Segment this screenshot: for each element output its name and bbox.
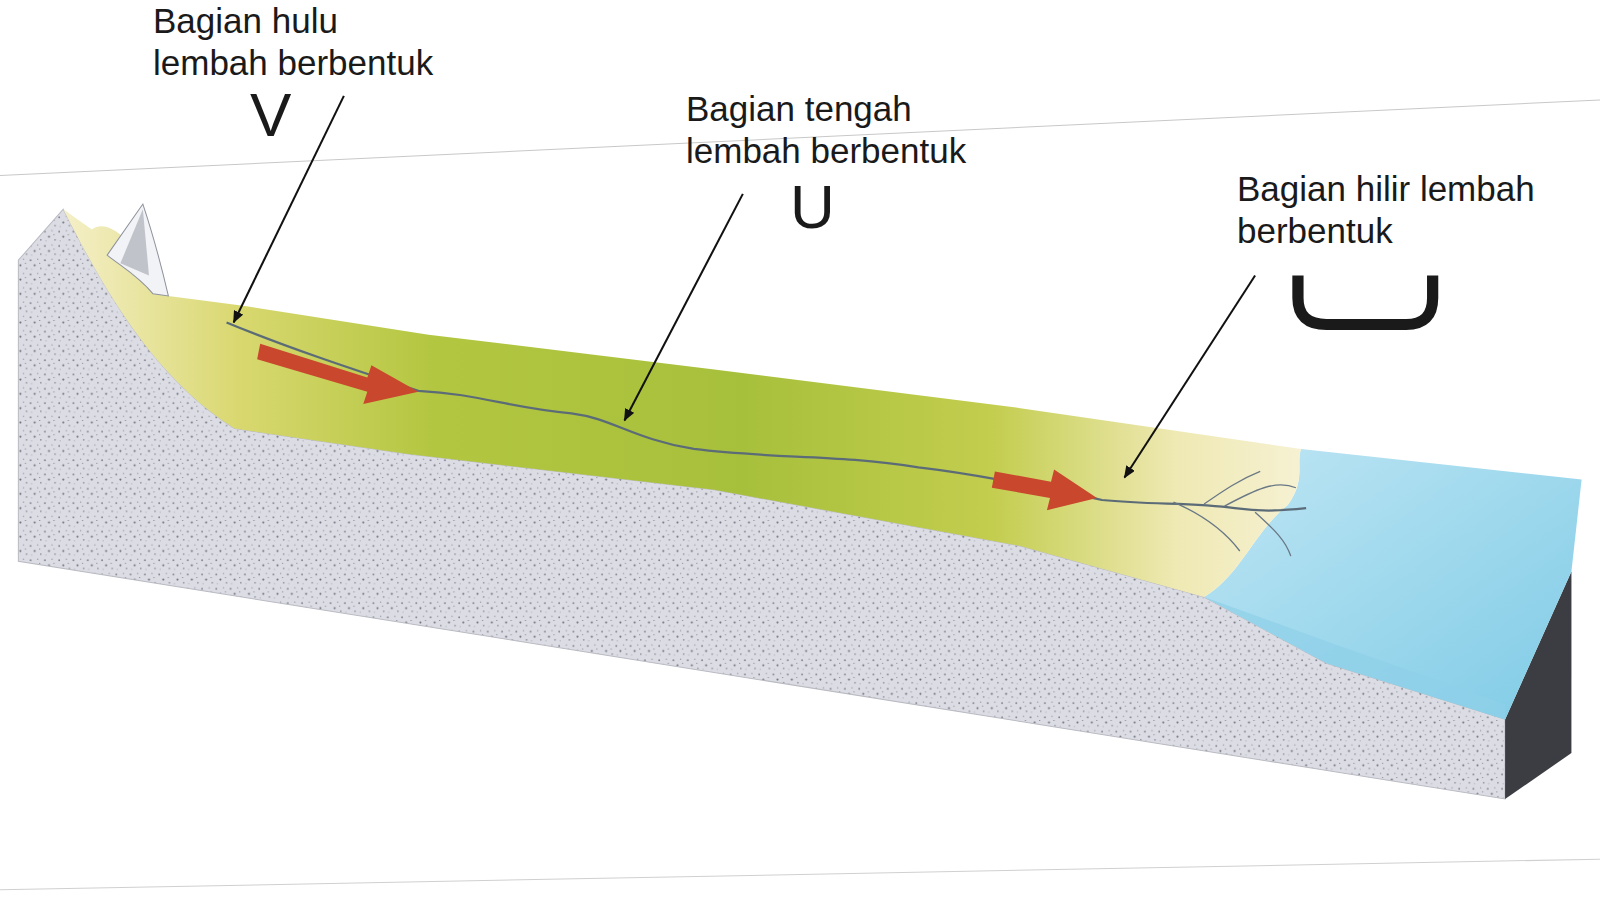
section-label: Bagian hilir lembah berbentuk <box>1237 168 1537 252</box>
valley-shape-letter: U <box>790 176 850 238</box>
section-label: Bagian hulu lembah berbentuk <box>153 0 453 84</box>
section-label: Bagian tengah lembah berbentuk <box>686 88 986 172</box>
valley-shape-letter: V <box>250 84 310 146</box>
